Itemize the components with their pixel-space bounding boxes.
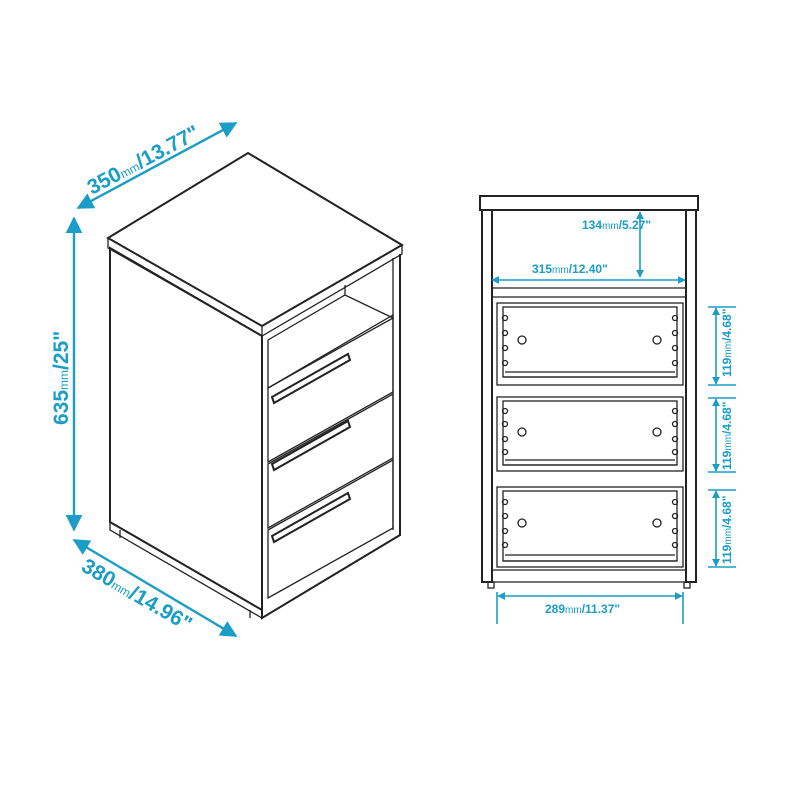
drawer-3-height-label: 119mm/4.68" [720,496,734,564]
drawer-box-2 [496,396,684,472]
drawer-box-1 [496,302,684,386]
cabinet-side-panel [109,246,263,612]
open-shelf [267,294,394,390]
drawer-box-3 [496,486,684,568]
drawer-3 [267,458,394,600]
drawer-width-dimension [496,592,684,624]
drawer-1-height-label: 119mm/4.68" [720,309,734,377]
shelf-height-label: 134mm/5.27" [582,218,651,232]
cabinet-top [106,151,404,328]
depth-dimension-arrow [72,538,238,638]
depth-dimension-label: 380mm/14.96" [78,554,196,636]
height-dimension-label: 635mm/25" [50,331,73,425]
cabinet-front-view [479,195,699,589]
drawer-1 [267,316,394,464]
front-top-board [479,195,699,211]
shelf-width-label: 315mm/12.40" [532,262,608,276]
front-left-panel [481,209,493,583]
width-dimension-label: 350mm/13.77" [84,121,204,199]
drawer-height-dimensions [708,306,736,568]
width-dimension-arrow [76,121,238,210]
cabinet-front [261,254,401,620]
drawer-2 [267,392,394,530]
drawer-2-height-label: 119mm/4.68" [720,402,734,470]
front-right-panel [685,209,697,583]
drawer-width-label: 289mm/11.37" [545,602,620,616]
cabinet-isometric [106,151,404,620]
